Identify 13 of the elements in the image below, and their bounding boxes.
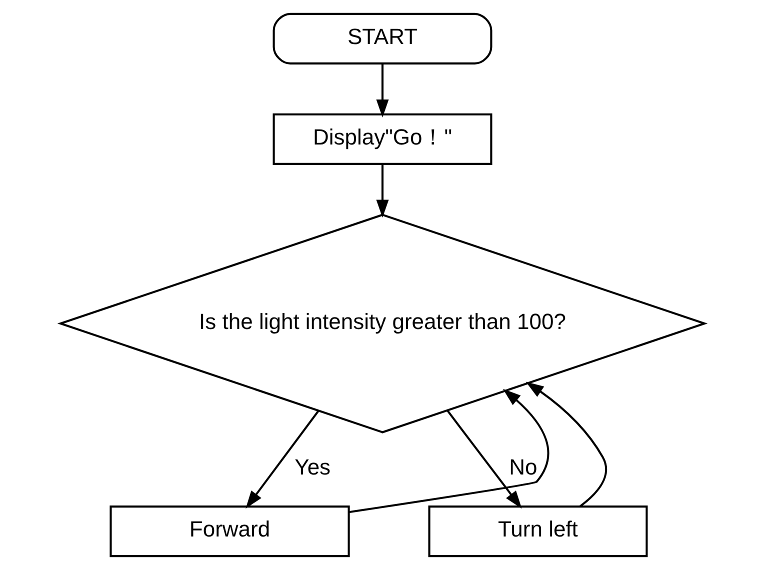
node-box: Forward: [110, 506, 350, 558]
arrow: [376, 64, 389, 118]
arrow: [526, 382, 608, 508]
node-box: Display"Go！": [272, 113, 492, 165]
edge-label: No: [509, 454, 538, 480]
node-box: Turn left: [428, 506, 648, 558]
arrow: [376, 164, 389, 218]
arrow: [246, 410, 320, 509]
node-box: START: [272, 12, 492, 64]
edge-label: Yes: [294, 454, 331, 480]
node-diamond: Is the light intensity greater than 100?: [57, 214, 708, 434]
arrow: [446, 410, 522, 509]
arrow: [348, 388, 550, 514]
